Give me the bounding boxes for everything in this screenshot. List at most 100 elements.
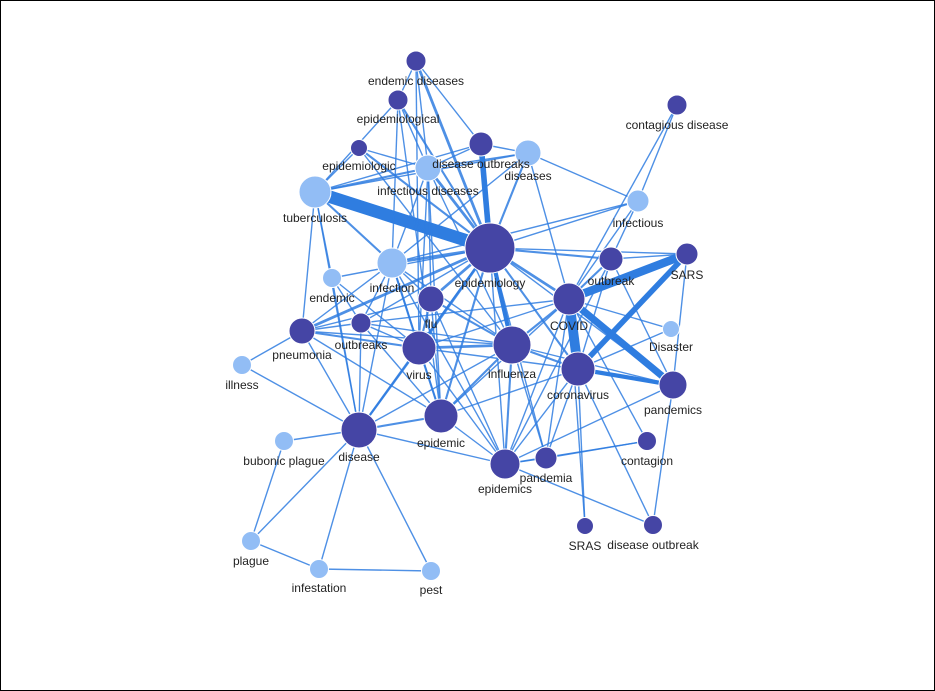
edge-epidemiologic-influenza — [358, 147, 513, 346]
edge-pandemics-disease-outbreak — [652, 384, 674, 526]
node-pest[interactable] — [421, 561, 441, 581]
edge-disease-infestation — [318, 429, 360, 570]
edge-covid-pandemics — [566, 296, 676, 388]
node-endemic-diseases[interactable] — [405, 50, 427, 72]
node-epidemic[interactable] — [423, 398, 459, 434]
node-contagious-disease[interactable] — [666, 94, 688, 116]
node-infection[interactable] — [376, 247, 408, 279]
node-label-sras: SRAS — [569, 539, 602, 553]
edge-endemic-diseases-epidemiology — [414, 60, 492, 249]
edge-illness-disease — [241, 364, 360, 431]
edge-endemic-diseases-disease-outbreaks — [415, 60, 482, 145]
node-label-infestation: infestation — [292, 581, 347, 595]
node-label-endemic: endemic — [309, 291, 354, 305]
edge-diseases-covid — [527, 152, 570, 300]
node-label-diseases: diseases — [504, 169, 551, 183]
node-sras[interactable] — [576, 517, 594, 535]
edge-endemic-disease — [331, 277, 360, 431]
node-plague[interactable] — [241, 531, 261, 551]
node-pneumonia[interactable] — [288, 317, 316, 345]
node-diseases[interactable] — [514, 139, 542, 167]
node-infestation[interactable] — [309, 559, 329, 579]
edge-epidemiology-pneumonia — [301, 246, 491, 333]
edge-sars-pandemics — [672, 253, 688, 386]
node-disease[interactable] — [340, 411, 378, 449]
node-label-outbreak: outbreak — [588, 274, 636, 288]
node-covid[interactable] — [552, 282, 586, 316]
node-label-coronavirus: coronavirus — [547, 388, 609, 402]
node-influenza[interactable] — [492, 325, 532, 365]
node-label-pandemics: pandemics — [644, 403, 702, 417]
node-bubonic-plague[interactable] — [274, 431, 294, 451]
edge-epidemiology-infectious — [489, 200, 639, 249]
node-endemic[interactable] — [322, 268, 342, 288]
edge-influenza-disease — [358, 344, 513, 431]
edge-diseases-infectious-diseases — [427, 152, 529, 169]
node-disease-outbreak[interactable] — [643, 515, 663, 535]
edge-tuberculosis-disease-outbreaks — [314, 143, 482, 193]
node-label-virus: virus — [406, 368, 431, 382]
edge-outbreak-coronavirus — [577, 258, 612, 370]
edge-influenza-pandemia — [511, 344, 547, 459]
node-label-flu: flu — [425, 317, 438, 331]
node-pandemics[interactable] — [658, 370, 688, 400]
edge-flu-epidemic — [430, 298, 442, 417]
node-infectious[interactable] — [626, 189, 650, 213]
node-outbreak[interactable] — [598, 246, 624, 272]
edge-covid-sras — [568, 298, 586, 527]
edge-virus-epidemics — [418, 347, 506, 465]
node-infectious-diseases[interactable] — [414, 154, 442, 182]
node-virus[interactable] — [401, 330, 437, 366]
node-epidemics[interactable] — [489, 448, 521, 480]
edge-infectious-infection — [391, 200, 639, 264]
edge-infection-influenza — [391, 262, 513, 346]
edge-infectious-diseases-virus — [418, 167, 429, 349]
node-tuberculosis[interactable] — [298, 175, 332, 209]
edge-disease-epidemics — [358, 429, 506, 465]
edge-flu-epidemics — [430, 298, 506, 465]
edge-tuberculosis-pneumonia — [301, 191, 316, 332]
edge-covid-sars — [567, 250, 689, 303]
node-label-infection: infection — [370, 281, 415, 295]
edge-infection-pneumonia — [301, 262, 393, 332]
edge-covid-outbreaks — [360, 298, 570, 324]
edge-pandemia-contagion — [545, 440, 648, 459]
node-epidemiology[interactable] — [464, 222, 516, 274]
edge-epidemiologic-epidemiology — [358, 147, 491, 249]
node-label-influenza: influenza — [488, 367, 536, 381]
edge-covid-epidemics — [504, 298, 570, 465]
edge-epidemiological-epidemiology — [397, 99, 491, 249]
node-label-infectious: infectious — [613, 216, 664, 230]
node-epidemiologic[interactable] — [350, 139, 368, 157]
node-label-epidemiologic: epidemiologic — [322, 159, 395, 173]
edge-pneumonia-disease — [301, 330, 360, 431]
node-pandemia[interactable] — [534, 446, 558, 470]
node-disaster[interactable] — [662, 320, 680, 338]
node-label-contagion: contagion — [621, 454, 673, 468]
edge-covid-disaster — [568, 298, 672, 330]
edge-pneumonia-epidemic — [301, 330, 442, 417]
edge-infectious-diseases-infection — [391, 167, 429, 264]
edge-layer — [241, 60, 690, 572]
edge-infestation-pest — [318, 568, 432, 572]
node-flu[interactable] — [417, 285, 445, 313]
edge-infection-disease — [358, 262, 393, 431]
edge-outbreaks-influenza — [360, 322, 513, 346]
node-sars[interactable] — [675, 242, 699, 266]
edge-coronavirus-epidemics — [504, 368, 579, 465]
node-disease-outbreaks[interactable] — [468, 131, 494, 157]
edge-outbreak-pandemics — [610, 258, 674, 386]
node-illness[interactable] — [232, 355, 252, 375]
node-contagion[interactable] — [637, 431, 657, 451]
node-label-epidemics: epidemics — [478, 482, 532, 496]
node-label-covid: COVID — [550, 319, 588, 333]
node-label-disease-outbreak: disease outbreak — [607, 538, 699, 552]
edge-disease-plague — [250, 429, 360, 542]
node-outbreaks[interactable] — [350, 312, 372, 334]
node-epidemiological[interactable] — [387, 89, 409, 111]
node-coronavirus[interactable] — [560, 351, 596, 387]
edge-coronavirus-epidemic — [440, 368, 579, 417]
edge-tuberculosis-infection — [314, 191, 393, 264]
node-label-disease: disease — [338, 450, 380, 464]
